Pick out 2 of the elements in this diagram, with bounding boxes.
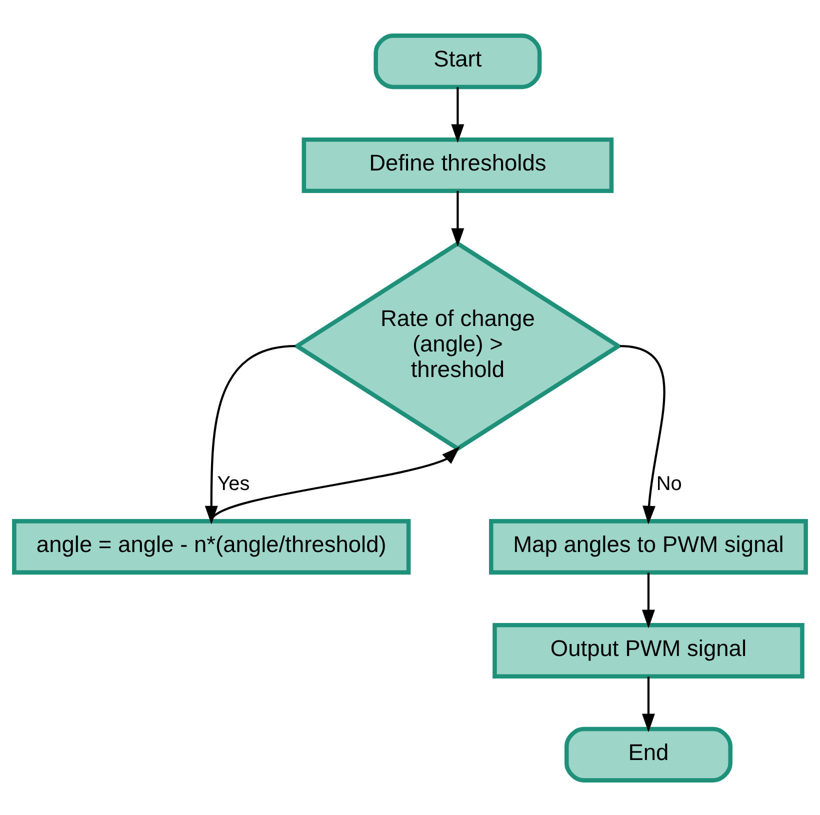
edge-label: No — [656, 472, 682, 495]
edge-label: Yes — [217, 472, 250, 495]
